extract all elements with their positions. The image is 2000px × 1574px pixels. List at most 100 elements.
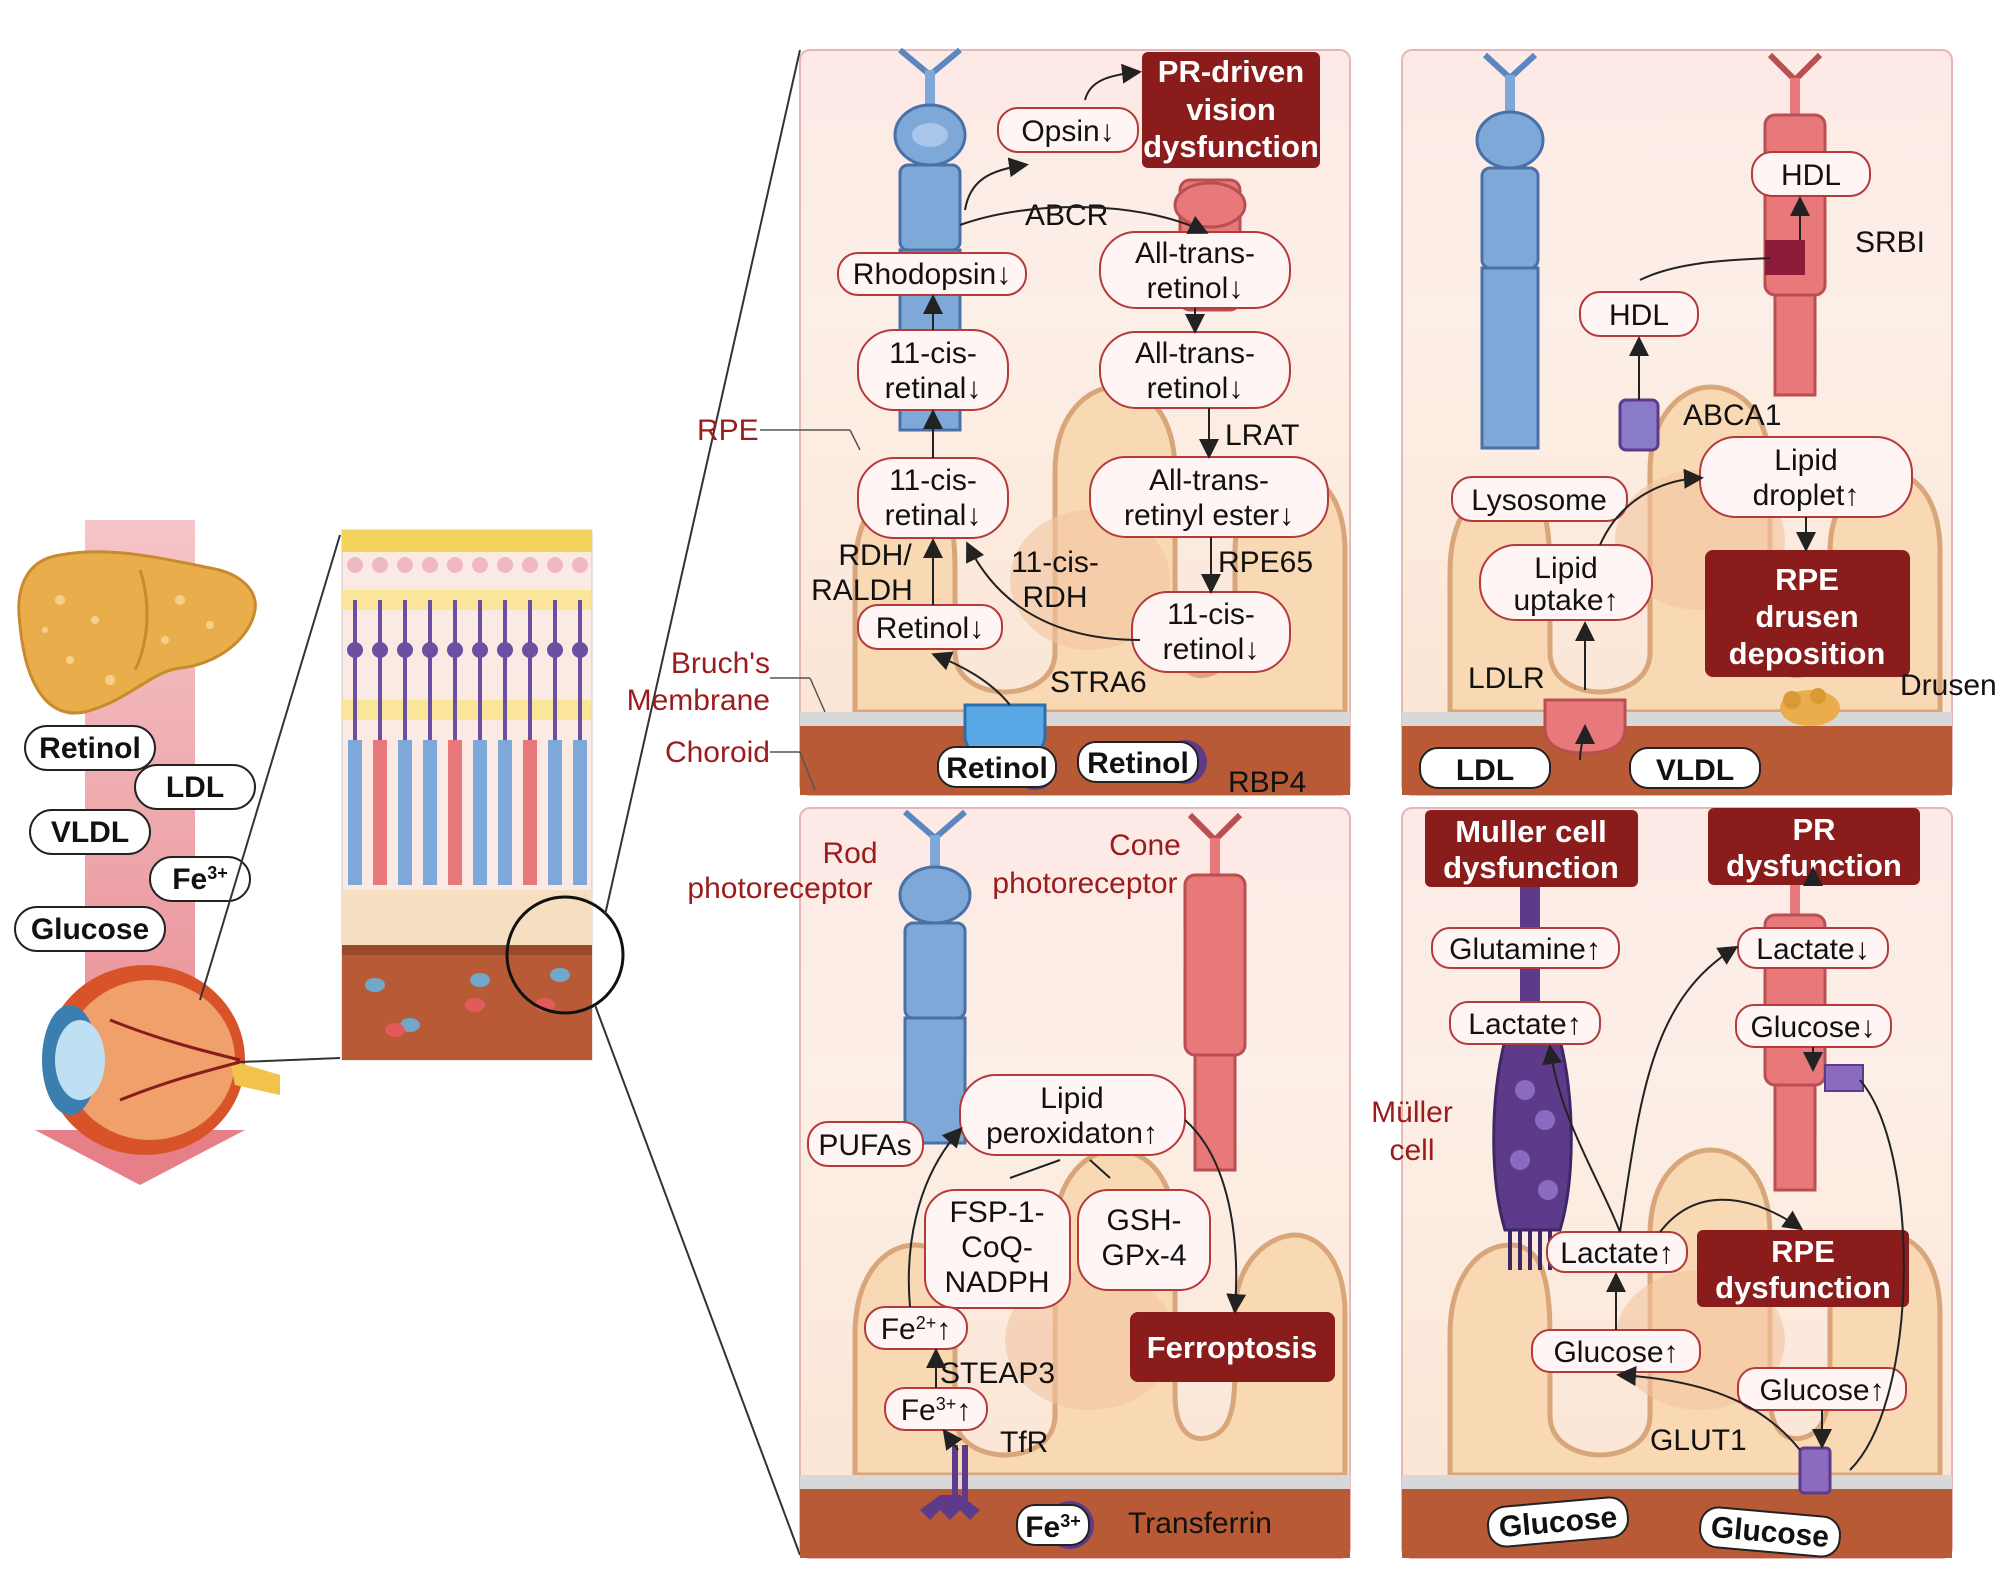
svg-text:All-trans-: All-trans-	[1135, 237, 1255, 270]
cell-process	[378, 600, 382, 740]
svg-text:Cone: Cone	[1109, 829, 1181, 862]
ferroptosis-box: Ferroptosis	[1130, 1312, 1335, 1382]
ldl-pill: LDL	[1419, 747, 1551, 789]
glucose-rpe1-pill: Glucose↑	[1531, 1329, 1701, 1373]
rhodopsin-pill: Rhodopsin↓	[837, 252, 1027, 296]
pink-arrow-head	[35, 1130, 245, 1185]
blood-cell	[400, 1018, 420, 1032]
eyeball-icon	[42, 965, 280, 1155]
ganglion-cell	[347, 557, 363, 573]
cell-process	[528, 600, 532, 740]
blood-cell	[385, 1023, 405, 1037]
rod-photoreceptor	[548, 740, 562, 885]
svg-text:RALDH: RALDH	[811, 574, 913, 607]
drusen-deposit	[1780, 688, 1840, 726]
ganglion-cell	[372, 557, 388, 573]
retinol-rbp-b: Retinol	[1077, 740, 1207, 784]
svg-text:Muller cell: Muller cell	[1455, 814, 1607, 849]
all-trans-retinol-pill-1: All-trans- retinol↓	[1099, 231, 1291, 309]
svg-text:Glucose↑: Glucose↑	[1553, 1336, 1678, 1369]
svg-text:LDLR: LDLR	[1468, 662, 1545, 695]
svg-text:PUFAs: PUFAs	[818, 1129, 911, 1162]
svg-text:Lipid: Lipid	[1534, 552, 1597, 585]
glucose-a-pill: Glucose	[1487, 1496, 1629, 1548]
cone-photoreceptor	[448, 740, 462, 885]
retina-section	[341, 49, 801, 1556]
svg-text:Transferrin: Transferrin	[1128, 1507, 1272, 1540]
rod-cell-lipid	[1475, 52, 1545, 450]
cone-photoreceptor	[523, 740, 537, 885]
svg-text:TfR: TfR	[1000, 1426, 1048, 1459]
svg-text:Lipid: Lipid	[1040, 1082, 1103, 1115]
svg-text:Bruch's: Bruch's	[671, 647, 770, 680]
svg-text:peroxidaton↑: peroxidaton↑	[986, 1117, 1158, 1150]
svg-text:ABCA1: ABCA1	[1683, 399, 1781, 432]
ldlr-receptor	[1543, 698, 1627, 755]
svg-text:Lactate↑: Lactate↑	[1468, 1008, 1581, 1041]
svg-text:LRAT: LRAT	[1225, 419, 1299, 452]
svg-text:Lactate↑: Lactate↑	[1560, 1237, 1673, 1270]
svg-text:Retinol: Retinol	[1087, 747, 1189, 780]
cell-process	[428, 600, 432, 740]
svg-text:RBP4: RBP4	[1228, 766, 1306, 799]
svg-text:11-cis-: 11-cis-	[1011, 546, 1099, 579]
cell-process	[578, 600, 582, 740]
svg-text:retinol↓: retinol↓	[1147, 272, 1244, 305]
svg-text:retinol↓: retinol↓	[1163, 633, 1260, 666]
pr-driven-box: PR-driven vision dysfunction	[1142, 52, 1320, 168]
panel-iron: Rod photoreceptor Cone photoreceptor PUF…	[687, 807, 1351, 1559]
nutrient-glucose: Glucose	[14, 906, 166, 952]
ganglion-cell	[447, 557, 463, 573]
svg-text:dysfunction: dysfunction	[1443, 850, 1619, 885]
svg-text:vision: vision	[1186, 92, 1276, 127]
svg-text:dysfunction: dysfunction	[1715, 1270, 1891, 1305]
svg-text:drusen: drusen	[1755, 599, 1858, 634]
svg-text:Glucose↑: Glucose↑	[1759, 1374, 1884, 1407]
cell-process	[453, 600, 457, 740]
svg-text:droplet↑: droplet↑	[1753, 479, 1860, 512]
svg-text:Retinol↓: Retinol↓	[876, 612, 984, 645]
rpe-drusen-box: RPE drusen deposition	[1705, 550, 1910, 677]
cone-photoreceptor	[373, 740, 387, 885]
vldl-pill: VLDL	[1629, 747, 1761, 789]
nutrient-vldl: VLDL	[29, 809, 151, 855]
glucose-b-pill: Glucose	[1699, 1506, 1841, 1558]
lipid-perox-pill: Lipid peroxidaton↑	[959, 1074, 1186, 1156]
svg-text:SRBI: SRBI	[1855, 226, 1925, 259]
pufas-pill: PUFAs	[807, 1121, 924, 1167]
svg-text:Ferroptosis: Ferroptosis	[1147, 1330, 1318, 1365]
rod-photoreceptor	[348, 740, 362, 885]
opsin-pill: Opsin↓	[997, 107, 1139, 153]
svg-text:CoQ-: CoQ-	[961, 1231, 1033, 1264]
glut1-transporter	[1798, 1446, 1832, 1495]
lactate-pr-pill: Lactate↓	[1737, 927, 1889, 969]
retinyl-ester-pill: All-trans- retinyl ester↓	[1089, 456, 1329, 538]
svg-text:GLUT1: GLUT1	[1650, 1424, 1747, 1457]
hdl-top-pill: HDL	[1751, 151, 1871, 197]
gsh-pill: GSH- GPx-4	[1077, 1189, 1211, 1291]
retinol-pill: Retinol↓	[857, 604, 1003, 650]
svg-text:Lactate↓: Lactate↓	[1756, 933, 1869, 966]
lipid-uptake-pill: Lipid uptake↑	[1479, 544, 1653, 621]
svg-text:RPE65: RPE65	[1218, 546, 1313, 579]
svg-text:RDH/: RDH/	[838, 539, 912, 572]
rod-cell-iron	[898, 809, 972, 1145]
svg-text:retinal↓: retinal↓	[885, 499, 982, 532]
cell-process	[403, 600, 407, 740]
svg-text:11-cis-: 11-cis-	[889, 464, 977, 497]
svg-text:Rod: Rod	[822, 837, 877, 870]
nutrient-retinol: Retinol	[24, 725, 156, 771]
svg-text:HDL: HDL	[1609, 299, 1669, 332]
svg-text:retinal↓: retinal↓	[885, 372, 982, 405]
liver-icon	[17, 550, 257, 715]
svg-text:photoreceptor: photoreceptor	[992, 867, 1177, 900]
retinol-rbp-a: Retinol	[937, 746, 1057, 790]
fsp1-pill: FSP-1- CoQ- NADPH	[924, 1189, 1071, 1309]
svg-text:All-trans-: All-trans-	[1135, 337, 1255, 370]
glucose-pr-pill: Glucose↓	[1735, 1004, 1892, 1048]
muller-dys-box: Muller cell dysfunction	[1425, 810, 1638, 887]
svg-text:retinyl ester↓: retinyl ester↓	[1124, 499, 1294, 532]
tfr-receptor	[920, 1445, 980, 1520]
ganglion-cell	[397, 557, 413, 573]
